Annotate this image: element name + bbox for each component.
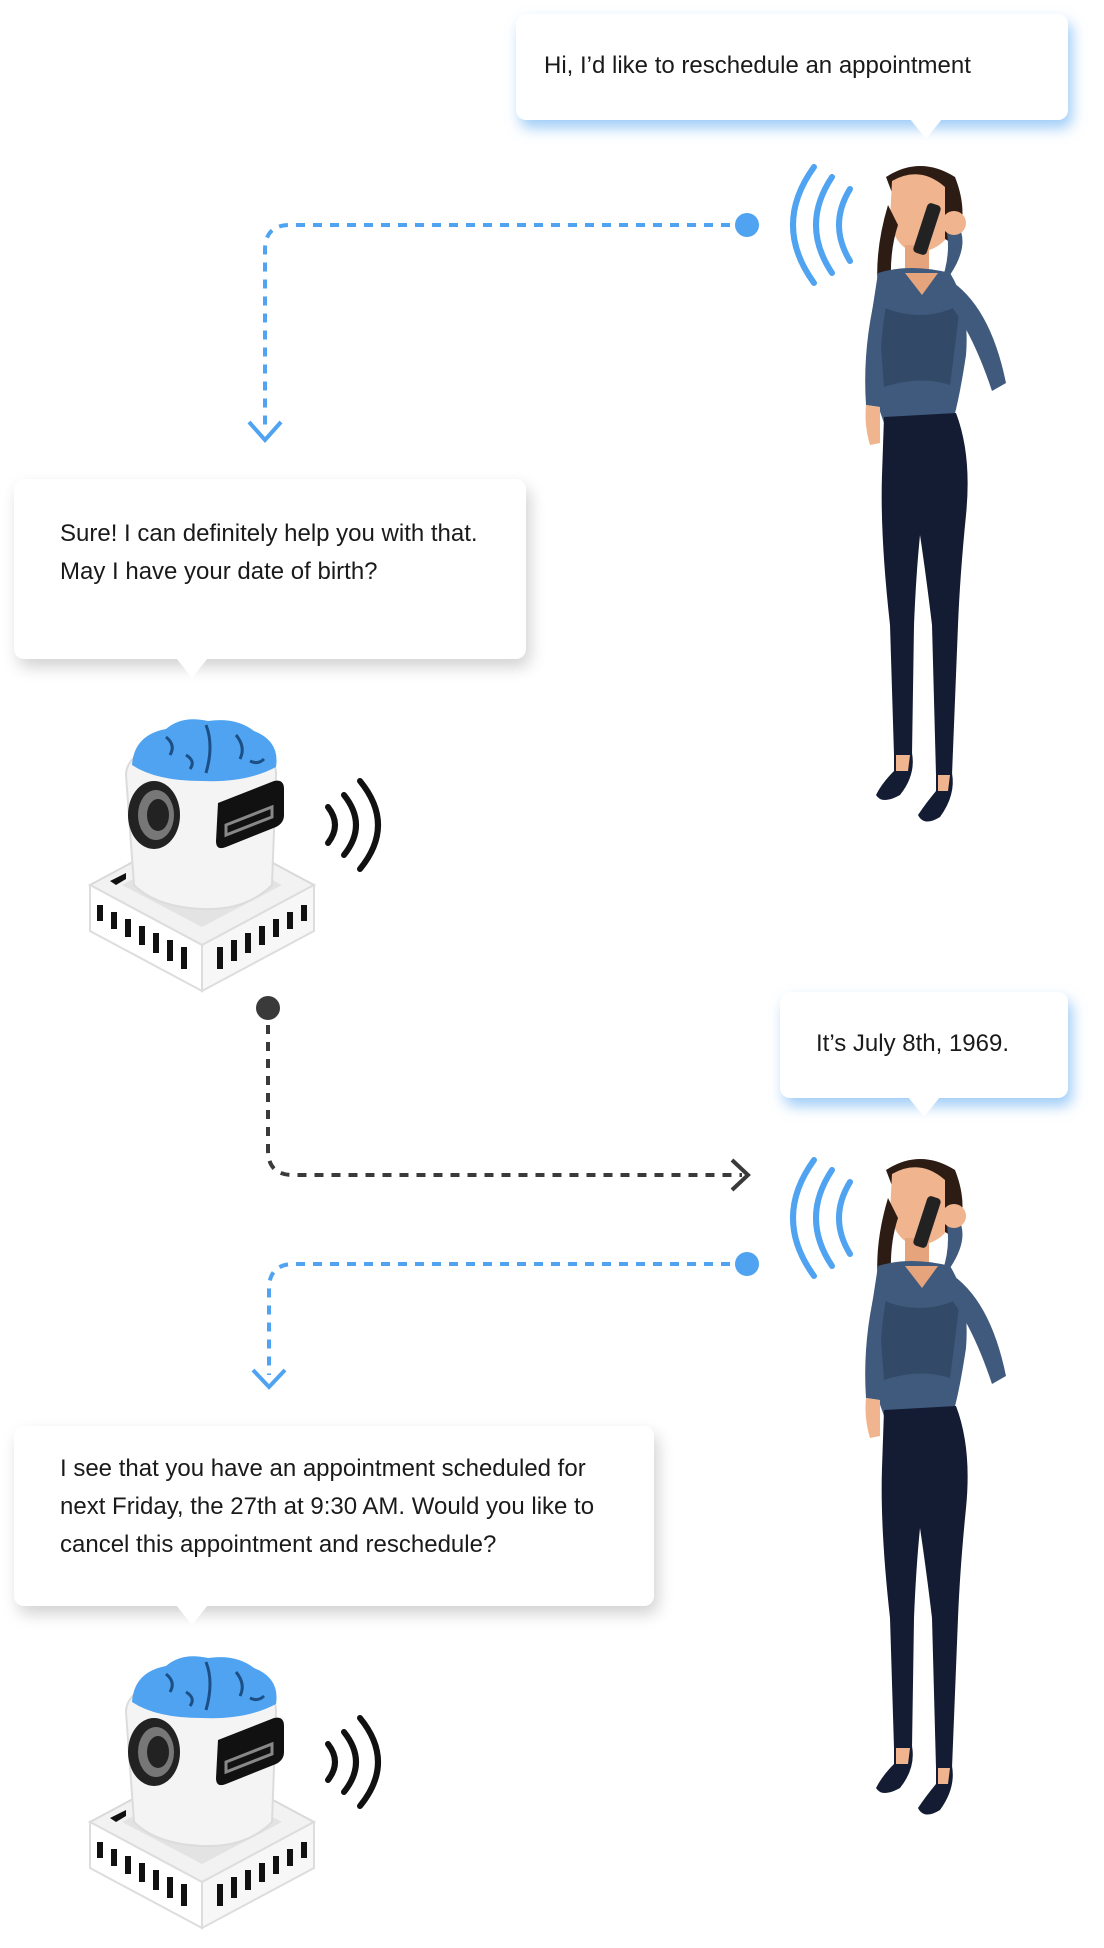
- connector-user-to-bot-1: [247, 213, 759, 444]
- user-message-bubble-2: It’s July 8th, 1969.: [780, 992, 1068, 1117]
- bot-message-text: I see that you have an appointment sched…: [60, 1455, 595, 1558]
- user-message-text: It’s July 8th, 1969.: [816, 1030, 1010, 1057]
- bubble-tail: [176, 1605, 208, 1625]
- bubble-tail: [908, 1097, 940, 1117]
- ai-robot-icon: [87, 719, 381, 993]
- connector-bot-to-user: [256, 996, 751, 1192]
- sound-waves-icon: [790, 164, 853, 286]
- connector-user-to-bot-2: [251, 1252, 759, 1390]
- sound-waves-icon: [790, 1157, 853, 1279]
- bubble-tail: [910, 119, 942, 139]
- woman-on-phone-icon: [790, 164, 1006, 822]
- user-message-text: Hi, I’d like to reschedule an appointmen…: [544, 52, 971, 79]
- bot-message-bubble-2: I see that you have an appointment sched…: [14, 1426, 654, 1625]
- bot-message-bubble-1: Sure! I can definitely help you with tha…: [14, 479, 526, 678]
- sound-waves-icon: [325, 778, 381, 872]
- ai-robot-icon: [87, 1656, 381, 1930]
- woman-on-phone-icon: [790, 1157, 1006, 1815]
- bubble-tail: [176, 658, 208, 678]
- sound-waves-icon: [325, 1715, 381, 1809]
- user-message-bubble-1: Hi, I’d like to reschedule an appointmen…: [516, 14, 1068, 139]
- bot-message-text: Sure! I can definitely help you with tha…: [60, 520, 478, 585]
